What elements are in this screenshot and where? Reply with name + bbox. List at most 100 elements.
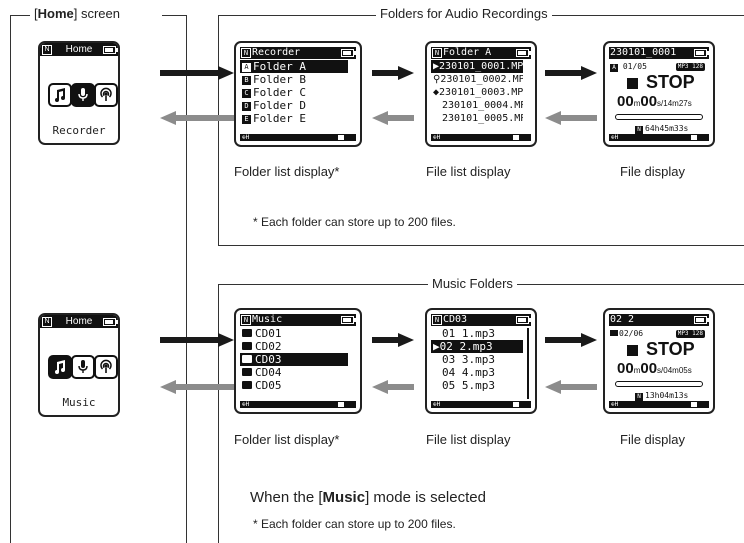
file-display-caption: File display [620,164,686,179]
folder-badge: C [242,89,251,98]
battery-icon [103,318,118,326]
lcd-title: CD03 [443,314,468,325]
lcd-titlebar: N Recorder [240,47,356,59]
folder-row[interactable]: CD02 [240,340,348,353]
folder-icon [242,381,252,389]
file-name: 03 3.mp3 [442,353,495,366]
footnote: * Each folder can store up to 200 files. [253,215,456,229]
file-list-caption: File list display [426,432,511,447]
lcd-mode-icon: N [42,317,52,327]
home-titlebar: N Home [40,43,118,56]
lcd-bottombar: ⊕H [609,134,709,141]
battery-icon [341,49,356,57]
battery-icon [516,49,531,57]
folder-row[interactable]: CD04 [240,366,348,379]
home-title-text: Home [65,44,93,55]
folder-name: Folder A [253,60,306,73]
file-name: 230101_0004.MP3 [442,100,523,111]
lcd-mode-icon: N [42,45,52,55]
battery-icon [516,316,531,324]
podcast-icon [94,83,118,107]
file-name: 04 4.mp3 [442,366,495,379]
lcd-bottombar: ⊕H [609,401,709,408]
lcd-titlebar: N Folder A [431,47,531,59]
file-row[interactable]: ◆230101_0003.MP3 [431,86,523,99]
progress-bar [615,114,703,120]
file-name: 230101_0005.MP3 [442,113,523,124]
music-frame-left-line [218,284,219,543]
music-note-icon [48,83,72,107]
file-row[interactable]: ▶02 2.mp3 [431,340,523,353]
lcd-title: 02 2 [610,314,635,325]
microphone-icon [71,83,95,107]
back-arrow [160,111,234,125]
music-folder-list-screen: N Music CD01 CD02 CD03 CD04 CD05 ⊕H [234,308,362,414]
play-marker-icon: ▶ [433,340,440,353]
home-frame-top-right-line [162,15,186,16]
battery-icon [694,49,709,57]
forward-arrow [160,66,234,80]
file-row[interactable]: 01 1.mp3 [431,327,523,340]
lcd: N Music CD01 CD02 CD03 CD04 CD05 ⊕H [240,314,356,408]
folder-row[interactable]: CD03 [240,353,348,366]
folder-badge: D [242,102,251,111]
lcd-bottombar: ⊕H [431,134,531,141]
lcd-title: Folder A [443,47,492,58]
forward-arrow [372,333,414,347]
folder-name: Folder D [253,99,306,112]
lcd-mode-icon: N [241,48,251,58]
lock-marker-icon: ⚲ [433,74,441,85]
music-section-label: Music Folders [428,276,517,291]
forward-arrow [160,333,234,347]
file-name: 02 2.mp3 [439,340,493,353]
file-row[interactable]: 04 4.mp3 [431,366,523,379]
folder-icon [242,355,252,363]
file-name: 01 1.mp3 [442,327,495,340]
folder-name: CD03 [255,353,282,366]
home-mode-caption: Recorder [52,124,106,137]
lcd: 230101_0001 A 01/05 MP3 128 STOP 00m00s/… [609,47,709,141]
folder-list-caption: Folder list display* [234,164,340,179]
lcd-mode-icon: N [432,48,442,58]
file-row[interactable]: 230101_0004.MP3 [431,99,523,112]
lcd-bottombar: ⊕H [240,134,356,141]
music-file-list-screen: N CD03 01 1.mp3 ▶02 2.mp3 03 3.mp3 04 4.… [425,308,537,414]
folder-icon [242,342,252,350]
forward-arrow [372,66,414,80]
file-row[interactable]: ⚲230101_0002.MP3 [431,73,523,86]
folder-icon [242,329,252,337]
back-arrow [372,111,414,125]
folder-badge: B [242,76,251,85]
home-screen-recorder: N Home Recorder [38,41,120,145]
folder-row[interactable]: CD05 [240,379,348,392]
folder-icon [242,368,252,376]
back-arrow [372,380,414,394]
recordings-section-label: Folders for Audio Recordings [376,6,552,21]
play-marker-icon: ▶ [433,61,440,72]
remaining-icon: N [635,393,643,401]
folder-badge: A [610,64,618,72]
folder-row[interactable]: CD01 [240,327,348,340]
lcd-bottombar: ⊕H [240,401,356,408]
lcd-titlebar: 02 2 [609,314,709,326]
file-row[interactable]: 03 3.mp3 [431,353,523,366]
file-display-caption: File display [620,432,686,447]
home-title-text: Home [65,316,93,327]
file-row[interactable]: 05 5.mp3 [431,379,523,392]
file-name: 230101_0002.MP3 [440,74,523,85]
file-row[interactable]: 230101_0005.MP3 [431,112,523,125]
home-frame-left-line [10,15,11,543]
file-row[interactable]: ▶230101_0001.MP3 [431,60,523,73]
home-screen-music: N Home Music [38,313,120,417]
scrollbar[interactable] [527,328,529,399]
home-frame-right-line [186,15,187,543]
folder-name: Folder C [253,86,306,99]
elapsed-time: 00m00s/14m27s [617,93,692,110]
